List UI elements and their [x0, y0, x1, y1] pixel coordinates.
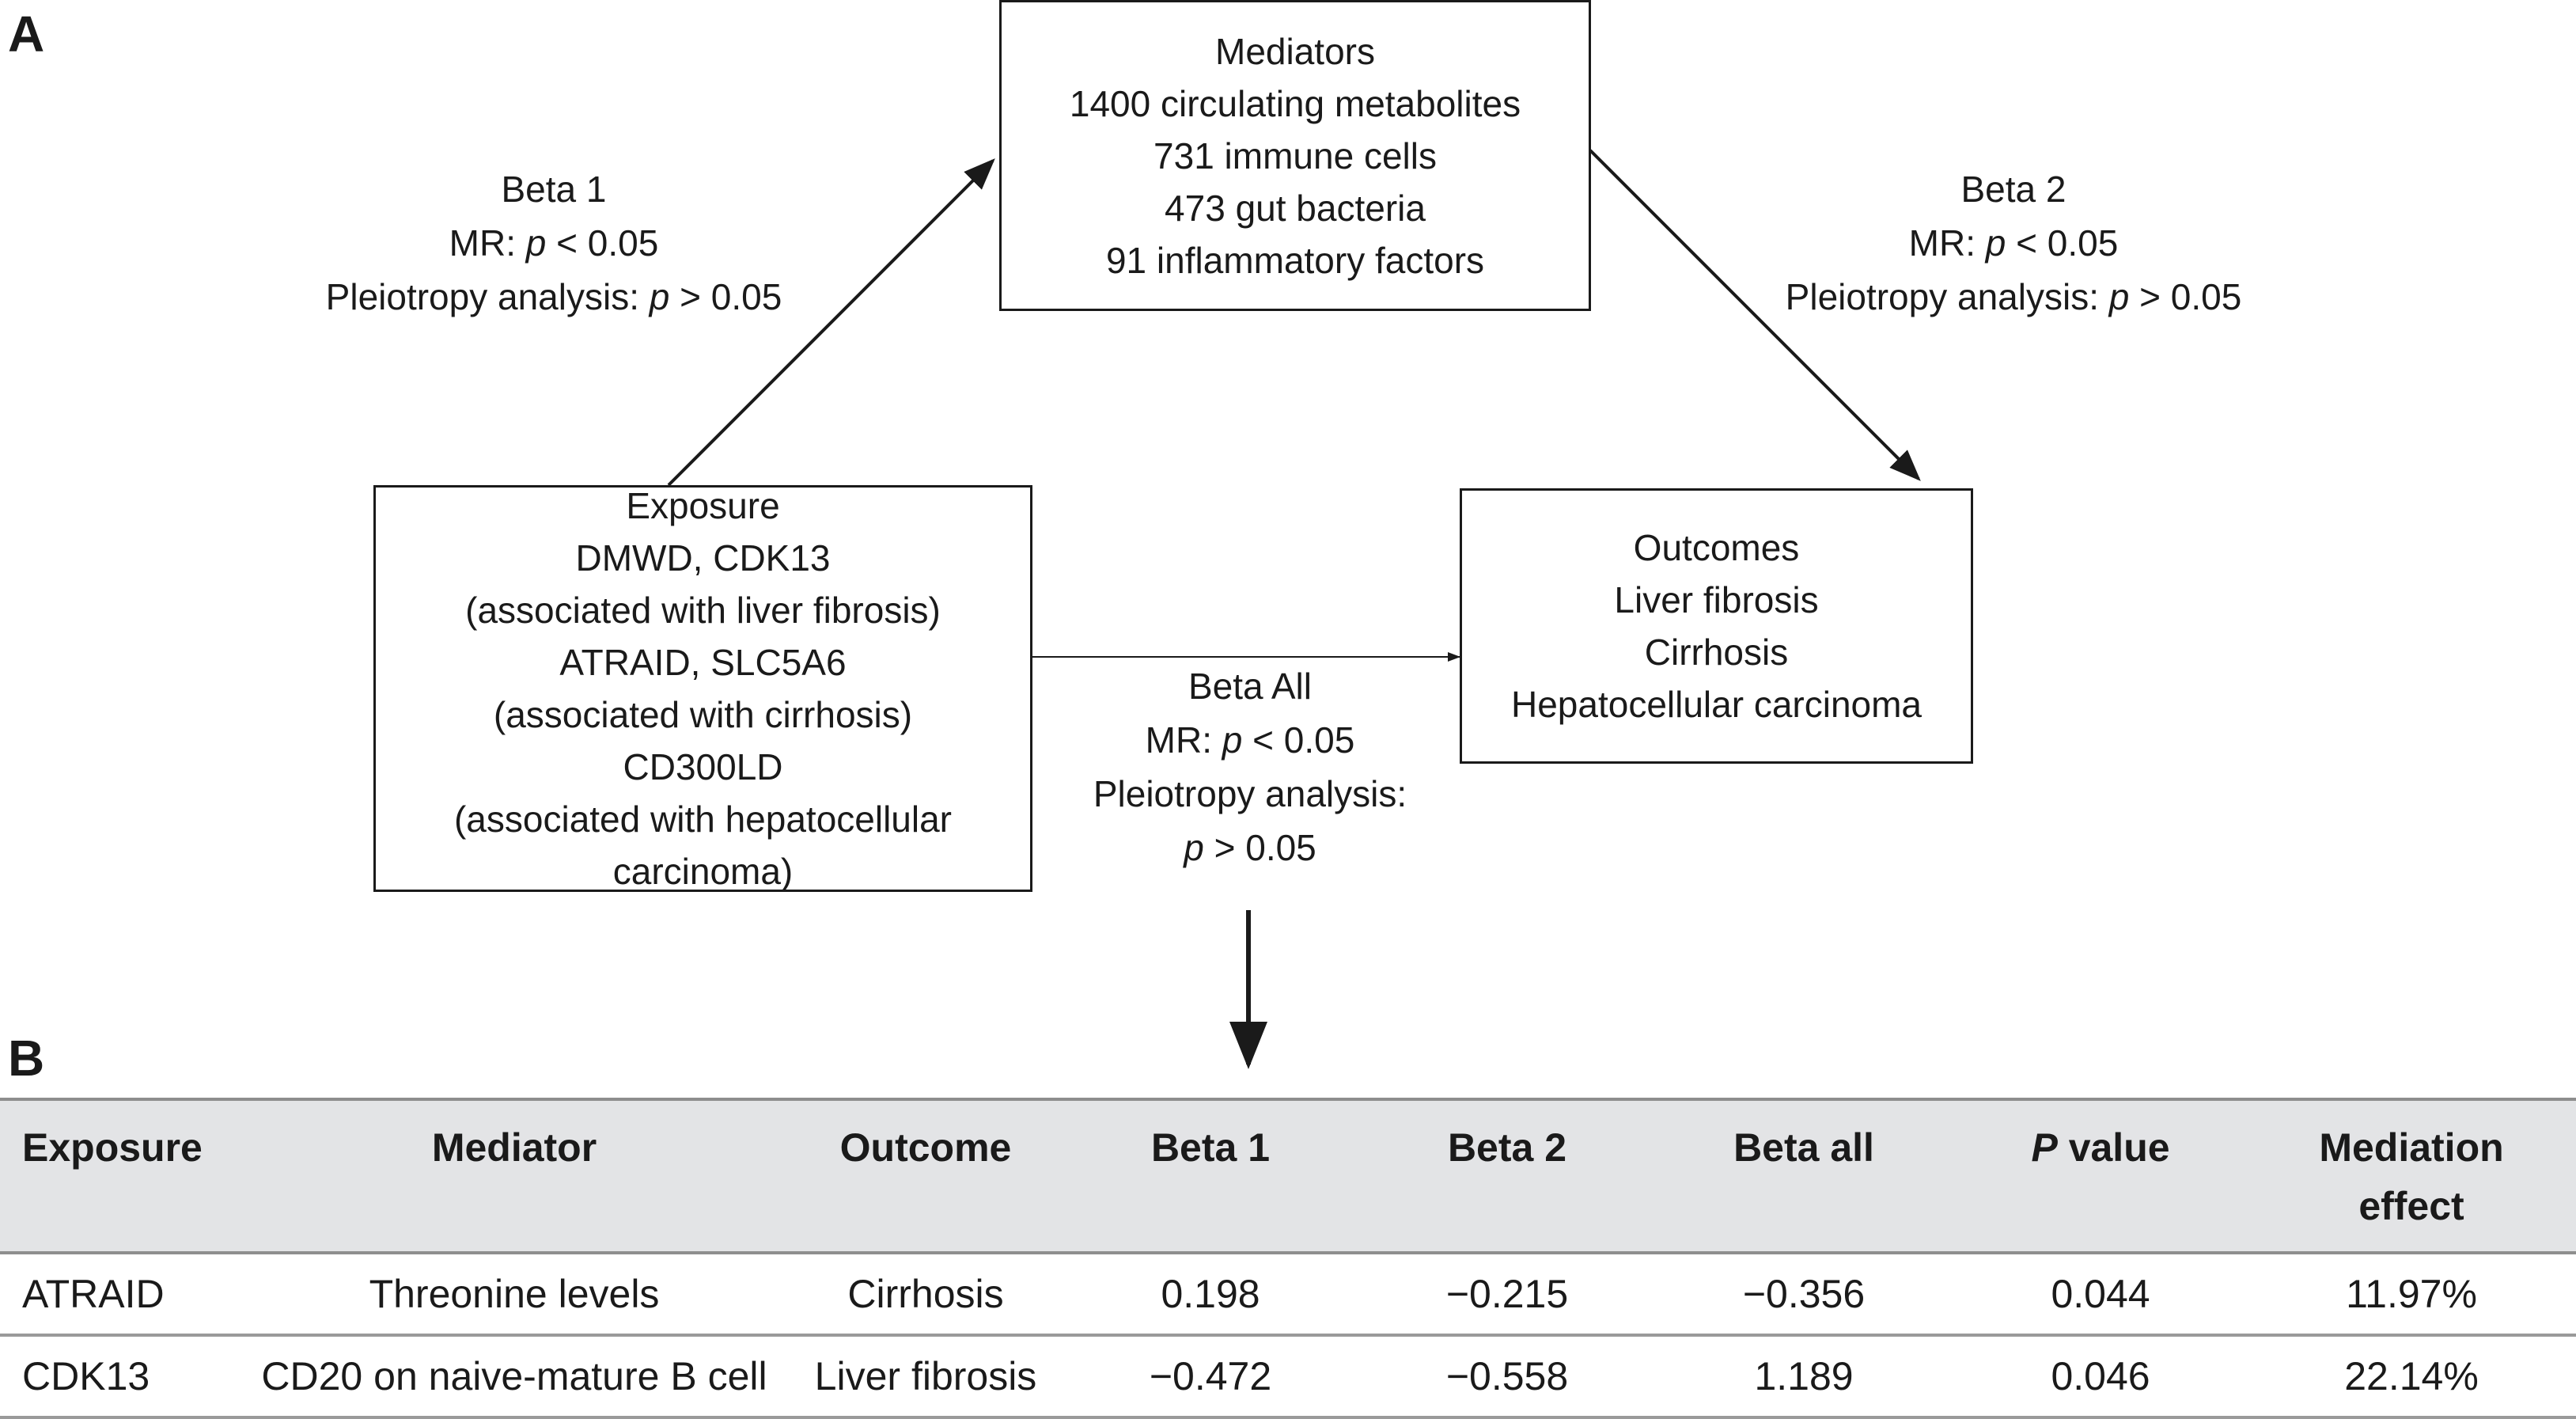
table-row: ATRAID Threonine levels Cirrhosis 0.198 … — [0, 1253, 2576, 1337]
beta1-pleiotropy: Pleiotropy analysis: p > 0.05 — [325, 276, 782, 317]
beta2-mr: MR: p < 0.05 — [1908, 222, 2119, 264]
header-p-value: P value — [1954, 1098, 2247, 1254]
mediators-line: 731 immune cells — [1154, 135, 1437, 176]
panel-b-label: B — [8, 1030, 45, 1087]
cell-beta-all: −0.356 — [1654, 1253, 1954, 1337]
mediators-box: Mediators 1400 circulating metabolites 7… — [999, 0, 1591, 311]
beta2-pleiotropy: Pleiotropy analysis: p > 0.05 — [1785, 276, 2242, 317]
beta-all-pleiotropy-value: p > 0.05 — [1184, 827, 1316, 868]
beta1-mr: MR: p < 0.05 — [449, 222, 659, 264]
beta-all-title: Beta All — [1188, 666, 1312, 707]
beta-all-mr: MR: p < 0.05 — [1145, 719, 1355, 761]
outcomes-box: Outcomes Liver fibrosis Cirrhosis Hepato… — [1460, 488, 1973, 764]
cell-beta2: −0.558 — [1361, 1335, 1654, 1419]
cell-exposure: CDK13 — [0, 1335, 237, 1419]
outcomes-line: Liver fibrosis — [1614, 579, 1819, 620]
cell-beta-all: 1.189 — [1654, 1335, 1954, 1419]
cell-mediator: CD20 on naive-mature B cell — [237, 1335, 791, 1419]
cell-beta1: 0.198 — [1060, 1253, 1361, 1337]
beta-all-pleiotropy: Pleiotropy analysis: — [1093, 773, 1407, 814]
mediators-line: 1400 circulating metabolites — [1069, 82, 1521, 124]
mediators-line: 91 inflammatory factors — [1105, 239, 1485, 281]
cell-beta2: −0.215 — [1361, 1253, 1654, 1337]
cell-outcome: Cirrhosis — [791, 1253, 1060, 1337]
exposure-line: (associated with cirrhosis) — [493, 694, 913, 735]
header-beta-all: Beta all — [1654, 1098, 1954, 1254]
header-beta2: Beta 2 — [1361, 1098, 1654, 1254]
cell-exposure: ATRAID — [0, 1253, 237, 1337]
exposure-box: Exposure DMWD, CDK13 (associated with li… — [373, 485, 1032, 892]
table-header-row: Exposure Mediator Outcome Beta 1 Beta 2 … — [0, 1098, 2576, 1254]
beta1-arrow — [667, 158, 995, 487]
beta-all-label: Beta All MR: p < 0.05 Pleiotropy analysi… — [1052, 659, 1448, 875]
cell-mediation-effect: 22.14% — [2247, 1335, 2576, 1419]
mediators-title: Mediators — [1215, 30, 1375, 72]
mediation-results-table: Exposure Mediator Outcome Beta 1 Beta 2 … — [0, 1098, 2576, 1419]
beta1-label: Beta 1 MR: p < 0.05 Pleiotropy analysis:… — [316, 162, 791, 324]
exposure-line: (associated with liver fibrosis) — [465, 590, 941, 631]
exposure-title: Exposure — [626, 485, 780, 526]
cell-p-value: 0.046 — [1954, 1335, 2247, 1419]
beta1-title: Beta 1 — [501, 169, 607, 210]
header-exposure: Exposure — [0, 1098, 237, 1254]
exposure-line: DMWD, CDK13 — [575, 537, 831, 579]
outcomes-title: Outcomes — [1633, 527, 1800, 568]
cell-beta1: −0.472 — [1060, 1335, 1361, 1419]
header-beta1: Beta 1 — [1060, 1098, 1361, 1254]
beta2-title: Beta 2 — [1960, 169, 2066, 210]
exposure-line: CD300LD — [623, 746, 783, 787]
header-mediator: Mediator — [237, 1098, 791, 1254]
panel-a-label: A — [8, 6, 45, 63]
beta2-arrow — [1589, 149, 1921, 481]
header-outcome: Outcome — [791, 1098, 1060, 1254]
outcomes-line: Hepatocellular carcinoma — [1510, 684, 1923, 725]
table-row: CDK13 CD20 on naive-mature B cell Liver … — [0, 1335, 2576, 1419]
exposure-line: ATRAID, SLC5A6 — [559, 642, 847, 683]
cell-mediator: Threonine levels — [237, 1253, 791, 1337]
exposure-line: (associated with hepatocellular carcinom… — [453, 799, 953, 892]
mediators-line: 473 gut bacteria — [1165, 187, 1426, 229]
outcomes-line: Cirrhosis — [1644, 632, 1789, 673]
cell-p-value: 0.044 — [1954, 1253, 2247, 1337]
cell-outcome: Liver fibrosis — [791, 1335, 1060, 1419]
beta2-label: Beta 2 MR: p < 0.05 Pleiotropy analysis:… — [1776, 162, 2251, 324]
cell-mediation-effect: 11.97% — [2247, 1253, 2576, 1337]
